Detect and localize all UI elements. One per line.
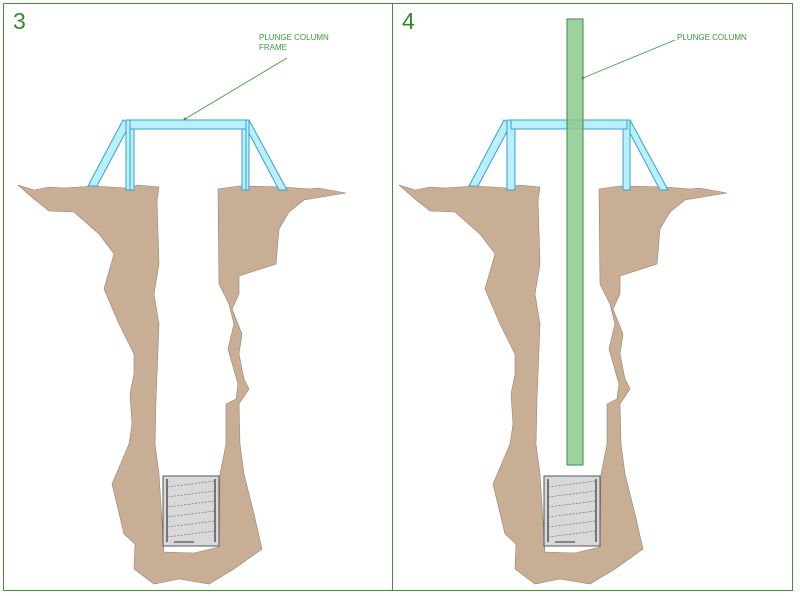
rebar-cage [162,475,220,547]
callout-leader [184,57,288,120]
callout-leader [582,39,676,79]
step-number: 4 [402,8,415,34]
rebar-cage [543,475,601,547]
step-3-panel: 3 PLUNGE COLUMN FRAME [3,3,393,591]
soil-left [17,184,347,585]
plunge-column-frame [87,119,288,191]
pile-section-diagram [17,57,347,585]
pile-section-diagram [398,18,728,585]
callout-line-1: PLUNGE COLUMN [259,33,329,42]
plunge-column-frame-label: PLUNGE COLUMN FRAME [259,33,329,53]
step-number: 3 [13,8,26,34]
callout-line-2: FRAME [259,43,287,52]
step-4-panel: 4 PLUNGE COLUMN [392,3,793,591]
soil-left [398,184,728,585]
callout-line-1: PLUNGE COLUMN [677,33,747,42]
plunge-column [566,18,584,466]
plunge-column-label: PLUNGE COLUMN [677,33,747,43]
